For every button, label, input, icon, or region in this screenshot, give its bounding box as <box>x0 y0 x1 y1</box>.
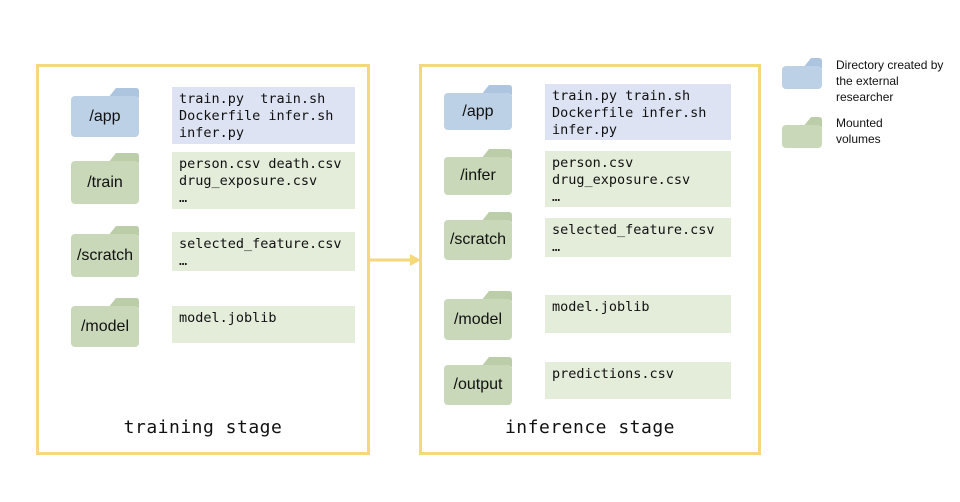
legend-text-directory: Directory created by the external resear… <box>836 58 944 104</box>
file-entry: model.joblib <box>552 299 650 315</box>
training-folder-scratch-label: /scratch <box>76 247 133 264</box>
training-filebox-model: model.joblib <box>172 306 355 343</box>
file-entry: Dockerfile infer.sh <box>552 105 707 121</box>
training-folder-model-icon: /model <box>71 297 139 347</box>
inference-filebox-model: model.joblib <box>545 295 731 333</box>
file-entry: … <box>552 239 561 255</box>
training-folder-train-icon: /train <box>71 152 139 204</box>
file-entry: Dockerfile infer.sh <box>179 108 334 124</box>
file-entry: person.csv death.csv <box>179 156 342 172</box>
file-entry: drug_exposure.csv <box>179 173 318 189</box>
inference-folder-scratch-label: /scratch <box>449 231 506 248</box>
file-entry: … <box>179 253 188 269</box>
training-folder-train-label: /train <box>87 174 123 191</box>
inference-filebox-output: predictions.csv <box>545 362 731 399</box>
legend-swatch-directory <box>782 57 822 89</box>
training-folder-app-label: /app <box>89 108 121 125</box>
file-entry: infer.py <box>179 125 245 141</box>
file-entry: … <box>552 189 561 205</box>
inference-folder-output-label: /output <box>453 376 503 393</box>
file-entry: train.py train.sh <box>179 91 326 107</box>
inference-filebox-scratch: selected_feature.csv… <box>545 218 731 257</box>
file-entry: infer.py <box>552 122 618 138</box>
file-entry: drug_exposure.csv <box>552 172 691 188</box>
inference-folder-app-label: /app <box>462 103 494 120</box>
file-entry: selected_feature.csv <box>179 236 342 252</box>
inference-folder-infer-label: /infer <box>460 167 496 184</box>
stage-arrow-icon <box>370 254 421 266</box>
file-entry: train.py train.sh <box>552 88 691 104</box>
file-entry: model.joblib <box>179 310 277 326</box>
training-folder-app-icon: /app <box>71 87 139 137</box>
inference-folder-model-icon: /model <box>444 290 512 340</box>
file-entry: predictions.csv <box>552 366 674 382</box>
file-entry: person.csv <box>552 155 634 171</box>
inference-folder-scratch-icon: /scratch <box>444 211 512 260</box>
training-stage-label: training stage <box>123 417 283 438</box>
legend-text-mounted: Mounted volumes <box>836 116 883 146</box>
inference-folder-app-icon: /app <box>444 84 512 130</box>
file-entry: … <box>179 190 188 206</box>
file-entry: selected_feature.csv <box>552 222 715 238</box>
inference-folder-output-icon: /output <box>444 356 512 405</box>
training-filebox-scratch: selected_feature.csv… <box>172 232 355 271</box>
inference-folder-model-label: /model <box>453 311 503 328</box>
inference-folder-infer-icon: /infer <box>444 148 512 195</box>
training-folder-model-label: /model <box>80 318 130 335</box>
legend-swatch-mounted <box>782 116 822 148</box>
training-folder-scratch-icon: /scratch <box>71 225 139 277</box>
inference-stage-label: inference stage <box>504 417 676 438</box>
